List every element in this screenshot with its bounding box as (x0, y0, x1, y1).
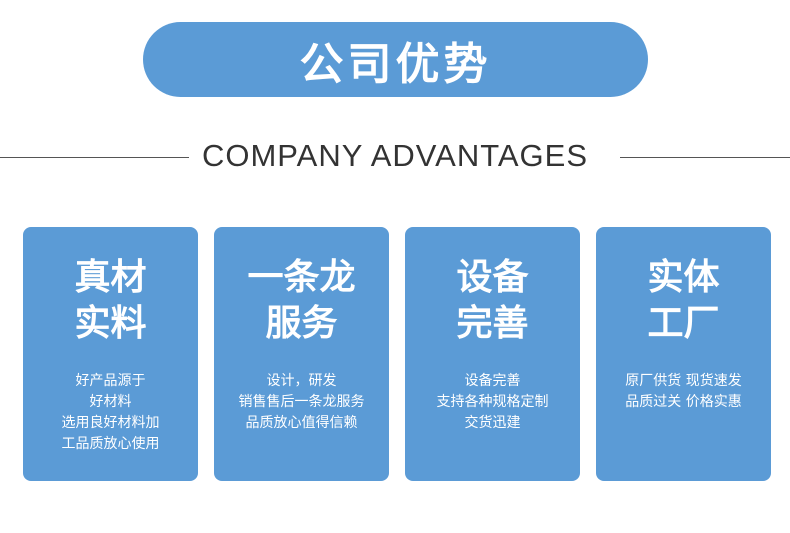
card-description-line: 设备完善 (464, 373, 521, 389)
card-description-line: 工品质放心使用 (61, 436, 160, 452)
card-title-line: 服务 (265, 303, 338, 344)
page-title: 公司优势 (143, 22, 648, 97)
card-description: 设计，研发销售售后一条龙服务品质放心值得信赖 (214, 371, 389, 434)
card-title: 一条龙服务 (214, 255, 389, 347)
card-description-line: 选用良好材料加 (61, 415, 160, 431)
card-description-line: 交货迅建 (464, 415, 521, 431)
subtitle: COMPANY ADVANTAGES (201, 138, 589, 173)
card-description-line: 原厂供货 现货速发 (625, 373, 742, 389)
advantage-card: 设备完善设备完善支持各种规格定制交货迅建 (405, 227, 580, 481)
card-title-line: 真材 (74, 257, 147, 298)
card-title: 设备完善 (405, 255, 580, 347)
card-description-line: 品质过关 价格实惠 (625, 394, 742, 410)
card-description-line: 支持各种规格定制 (436, 394, 549, 410)
card-title-line: 工厂 (647, 303, 720, 344)
advantage-card: 一条龙服务设计，研发销售售后一条龙服务品质放心值得信赖 (214, 227, 389, 481)
card-description: 原厂供货 现货速发品质过关 价格实惠 (596, 371, 771, 413)
card-description: 设备完善支持各种规格定制交货迅建 (405, 371, 580, 434)
card-title-line: 实体 (647, 257, 720, 298)
card-title-line: 一条龙 (247, 257, 356, 298)
card-description-line: 销售售后一条龙服务 (238, 394, 365, 410)
card-description-line: 好产品源于 (75, 373, 146, 389)
card-title-line: 设备 (456, 257, 529, 298)
advantage-card: 真材实料好产品源于好材料选用良好材料加工品质放心使用 (23, 227, 198, 481)
card-description-line: 好材料 (89, 394, 132, 410)
card-description: 好产品源于好材料选用良好材料加工品质放心使用 (23, 371, 198, 455)
card-title-line: 实料 (74, 303, 147, 344)
card-title-line: 完善 (456, 303, 529, 344)
advantage-card: 实体工厂原厂供货 现货速发品质过关 价格实惠 (596, 227, 771, 481)
card-title: 真材实料 (23, 255, 198, 347)
card-description-line: 设计，研发 (266, 373, 337, 389)
card-description-line: 品质放心值得信赖 (245, 415, 358, 431)
divider-left (0, 157, 189, 158)
card-title: 实体工厂 (596, 255, 771, 347)
divider-right (620, 157, 790, 158)
